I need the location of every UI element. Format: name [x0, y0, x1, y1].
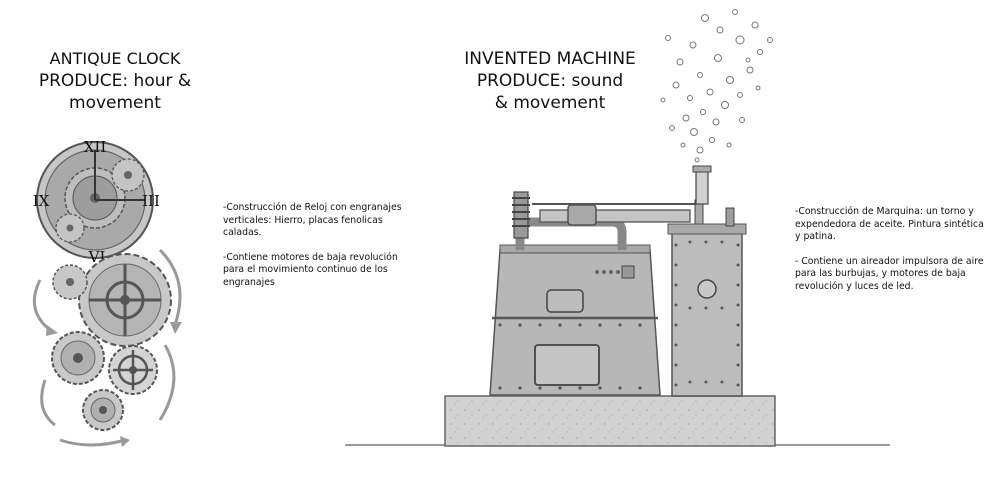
machine-title-line1: INVENTED MACHINE — [464, 49, 636, 69]
machine-title-line2: PRODUCE: sound — [476, 71, 624, 91]
coil — [512, 191, 530, 239]
machine-window-upper — [546, 289, 584, 313]
bubble-nozzle — [695, 169, 709, 205]
rivets — [498, 323, 642, 390]
control-panel — [595, 265, 635, 279]
machine-tank — [671, 227, 743, 397]
clock-title-line1: ANTIQUE CLOCK — [49, 49, 181, 68]
gear-icon — [52, 264, 88, 300]
rivets — [674, 240, 740, 387]
rotation-arrow-icon — [46, 322, 182, 447]
machine-title: INVENTED MACHINE PRODUCE: sound & moveme… — [440, 48, 660, 114]
machine-pipe — [539, 209, 691, 223]
gear-icon — [82, 389, 124, 431]
tank-gauge — [697, 279, 717, 299]
clock-title-line2: PRODUCE: hour & — [38, 71, 192, 91]
machine-note-1: -Construcción de Marquina: un torno y ex… — [795, 206, 984, 242]
clock-note-2: -Contiene motores de baja revolución par… — [223, 251, 398, 288]
clock-illustration: XII III VI IX — [33, 138, 182, 447]
gear-icon — [78, 253, 172, 347]
rotation-arrow-icon — [32, 248, 182, 447]
machine-note-2: - Contiene un aireador impulsora de aire… — [795, 255, 984, 292]
clock-title-line3: movement — [69, 93, 161, 113]
machine-body-top — [499, 244, 651, 254]
clock-notes: -Construcción de Reloj con engranajes ve… — [223, 202, 413, 301]
numeral-xii: XII — [84, 138, 107, 156]
machine-door — [534, 344, 600, 386]
numeral-iii: III — [142, 192, 160, 210]
numeral-ix: IX — [33, 192, 50, 210]
pipe-coupler — [567, 204, 597, 226]
machine-base — [444, 395, 776, 447]
machine-notes: -Construcción de Marquina: un torno y ex… — [795, 206, 985, 305]
clock-note-1: -Construcción de Reloj con engranajes ve… — [223, 202, 402, 238]
gear-icon — [108, 345, 158, 395]
machine-illustration — [345, 9, 890, 447]
machine-title-line3: & movement — [494, 93, 606, 113]
gear-icon — [55, 213, 85, 243]
gear-icon — [111, 158, 145, 192]
gear-icon — [51, 331, 105, 385]
bubble-icon — [660, 9, 773, 163]
clock-title: ANTIQUE CLOCK PRODUCE: hour & movement — [20, 48, 210, 114]
